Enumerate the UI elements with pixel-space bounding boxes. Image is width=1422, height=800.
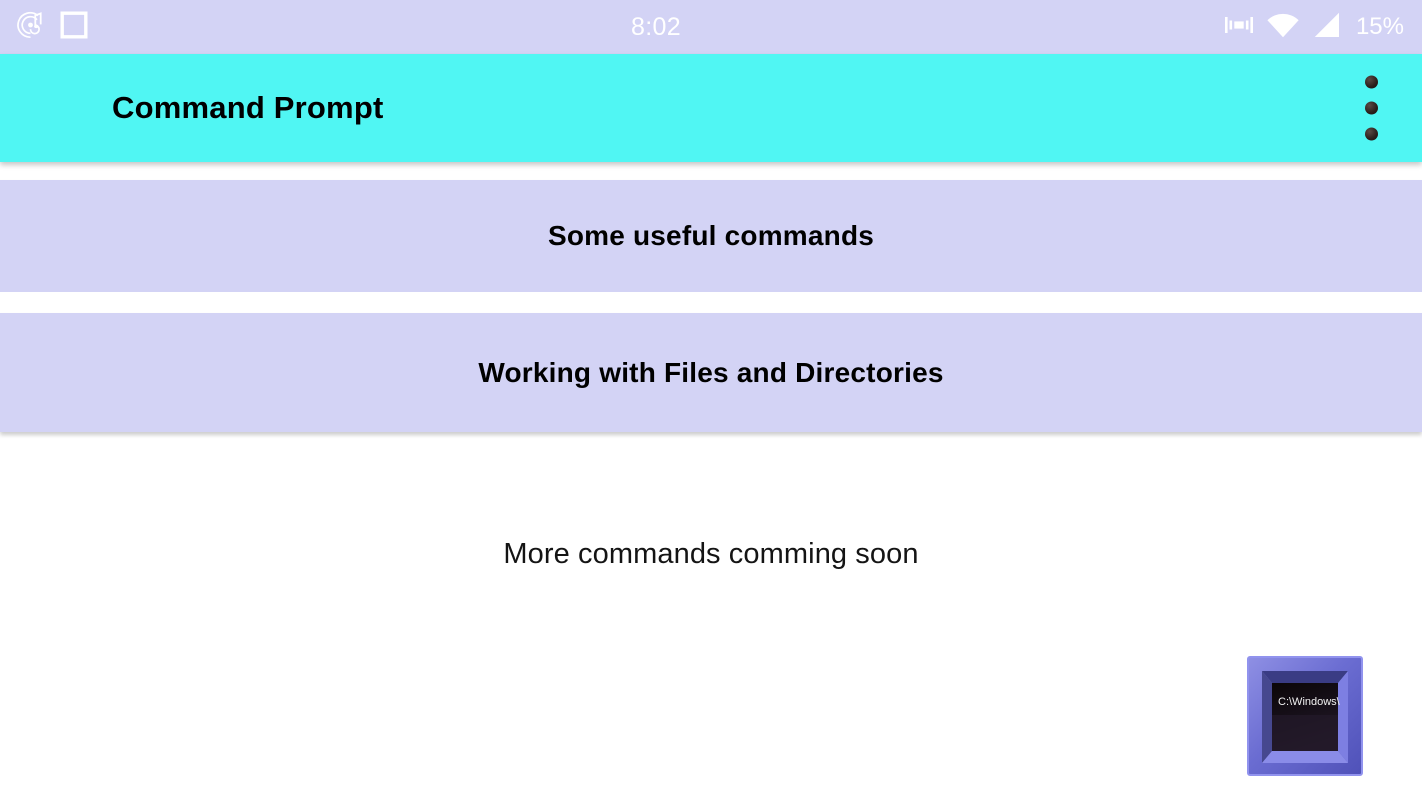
command-list: Some useful commands Working with Files … [0,162,1422,432]
overflow-dot-icon [1365,127,1378,141]
status-bar-right-icons: 15% [1224,11,1404,44]
overflow-menu-button[interactable] [1365,75,1378,141]
coming-soon-text: More commands comming soon [503,538,919,570]
square-outline-icon [60,11,88,44]
command-prompt-icon: C:\Windows\ [1246,653,1368,781]
app-bar: Command Prompt [0,54,1422,162]
vibrate-icon [1224,11,1254,44]
cellular-signal-icon [1312,12,1342,43]
music-disc-icon [16,10,46,45]
list-spacer [0,162,1422,180]
overflow-dot-icon [1365,75,1378,89]
list-spacer [0,292,1422,313]
android-status-bar: 8:02 [0,0,1422,54]
status-bar-clock: 8:02 [631,12,681,41]
command-item-some-useful-commands[interactable]: Some useful commands [0,180,1422,292]
status-bar-left-icons [16,10,88,45]
wifi-icon [1266,12,1300,43]
cmd-icon-path-text: C:\Windows\ [1278,696,1341,708]
battery-percentage: 15% [1355,13,1404,40]
page-title: Command Prompt [112,90,384,125]
command-item-working-with-files-and-directories[interactable]: Working with Files and Directories [0,313,1422,432]
overflow-dot-icon [1365,101,1378,115]
